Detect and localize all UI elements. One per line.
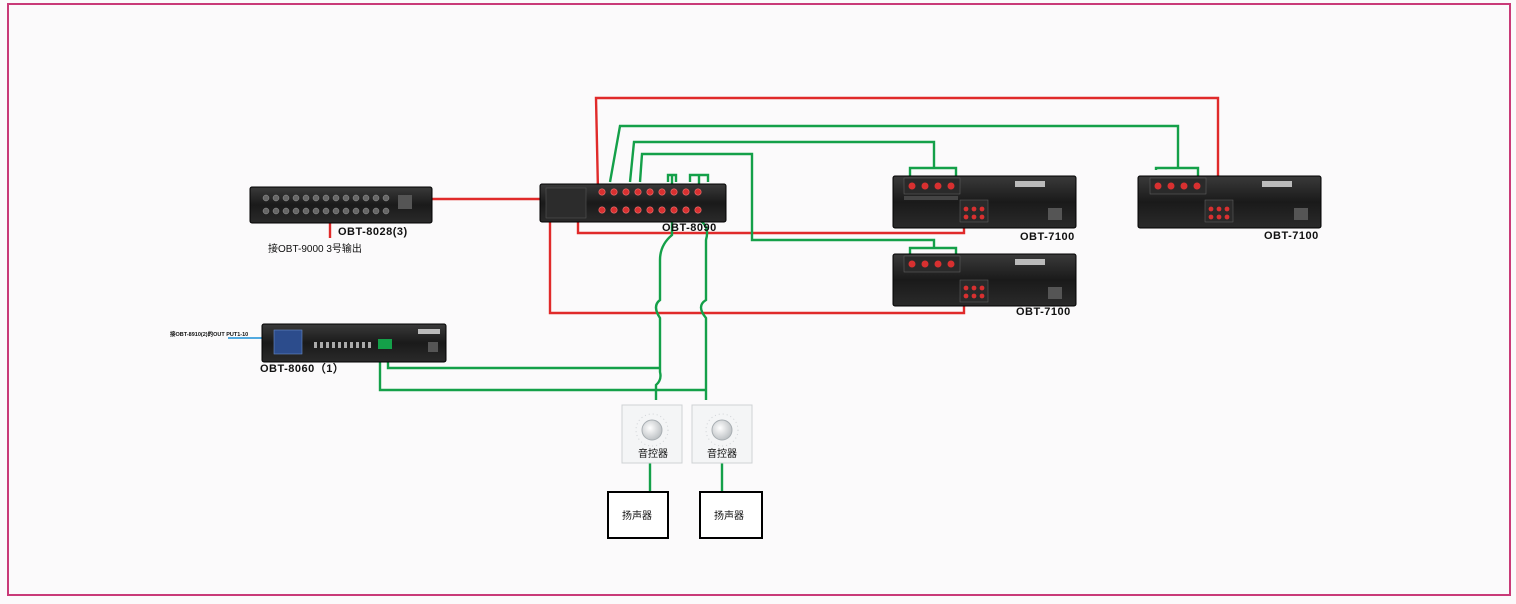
obt8028-label: OBT-8028(3) bbox=[338, 226, 408, 238]
red-wires bbox=[328, 96, 1220, 315]
obt8060-device bbox=[261, 323, 447, 363]
obt8090-label: OBT-8090 bbox=[662, 222, 717, 234]
speaker-1-label: 扬声器 bbox=[622, 509, 652, 522]
volume-control-1-label: 音控器 bbox=[638, 447, 668, 460]
speaker-2-label: 扬声器 bbox=[714, 509, 744, 522]
volume-control-2 bbox=[691, 404, 753, 464]
volume-control-2-label: 音控器 bbox=[707, 447, 737, 460]
speaker-1 bbox=[607, 491, 669, 539]
obt7100-c-device bbox=[892, 253, 1077, 307]
obt8060-label: OBT-8060（1） bbox=[260, 362, 344, 375]
obt8090-device bbox=[539, 183, 727, 223]
obt8028-device bbox=[249, 186, 433, 224]
obt8060-input-note: 接OBT-8910(2)的OUT PUT1-10 bbox=[170, 330, 248, 338]
obt7100-c-label: OBT-7100 bbox=[1016, 306, 1071, 318]
obt8028-note: 接OBT-9000 3号输出 bbox=[268, 242, 362, 255]
obt7100-a-label: OBT-7100 bbox=[1020, 231, 1075, 243]
obt7100-b-device bbox=[1137, 175, 1322, 229]
obt7100-a-device bbox=[892, 175, 1077, 229]
volume-control-1 bbox=[621, 404, 683, 464]
obt7100-b-label: OBT-7100 bbox=[1264, 230, 1319, 242]
outer-border bbox=[7, 3, 1511, 596]
speaker-2 bbox=[699, 491, 763, 539]
